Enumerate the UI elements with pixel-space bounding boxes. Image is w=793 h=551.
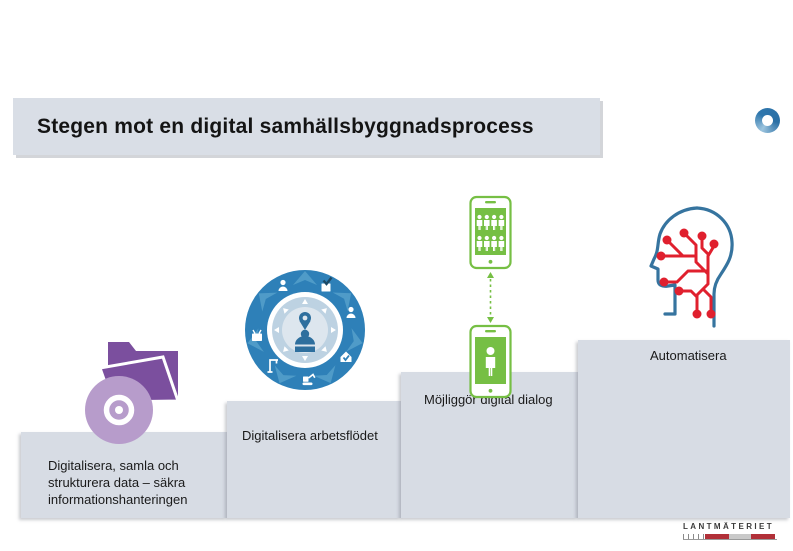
step-1-label: Digitalisera, samla och strukturera data… (48, 458, 188, 507)
folder-disc-icon (85, 342, 181, 444)
house-monitor-icon (252, 329, 262, 341)
document-check-icon (321, 276, 333, 292)
head-outline (649, 206, 734, 328)
phone-dialog-icon (469, 195, 512, 399)
scale-bar-red-segment (751, 534, 775, 539)
network-nodes (656, 228, 719, 319)
stair-step-1 (21, 432, 227, 518)
phone-many-people (469, 195, 512, 270)
scale-bar-light-segment (729, 534, 751, 539)
step-2-label: Digitalisera arbetsflödet (242, 428, 378, 443)
scale-bar-ticks (683, 534, 705, 539)
house-check-icon (340, 351, 352, 362)
slide-title: Stegen mot en digital samhällsbyggnadspr… (37, 114, 534, 138)
ring-logo-hole (762, 115, 773, 126)
lantmateriet-wordmark: LANTMÄTERIET (683, 522, 775, 531)
stair-step-4 (578, 340, 790, 518)
stair-step-2 (227, 401, 401, 518)
lantmateriet-logo: LANTMÄTERIET (683, 522, 777, 540)
title-bar: Stegen mot en digital samhällsbyggnadspr… (13, 98, 600, 155)
excavator-icon (302, 373, 316, 386)
head-network-icon (649, 206, 734, 328)
person-icon (278, 279, 288, 291)
ring-mini-icons (252, 276, 356, 386)
network-branches (663, 233, 716, 312)
dashed-arrow-connector (487, 272, 494, 323)
phone-single-person (469, 324, 512, 399)
disc-icon (85, 376, 153, 444)
person-icon (346, 306, 356, 318)
step-4-label: Automatisera (650, 348, 727, 363)
surveyor-pin-icon (295, 312, 315, 352)
scale-bar-red-segment (705, 534, 729, 539)
workflow-circle-icon (245, 270, 365, 390)
scale-bar-icon (683, 534, 777, 540)
inner-direction-arrows (274, 299, 336, 361)
ring-logo-icon (755, 108, 780, 133)
crane-icon (267, 359, 278, 373)
